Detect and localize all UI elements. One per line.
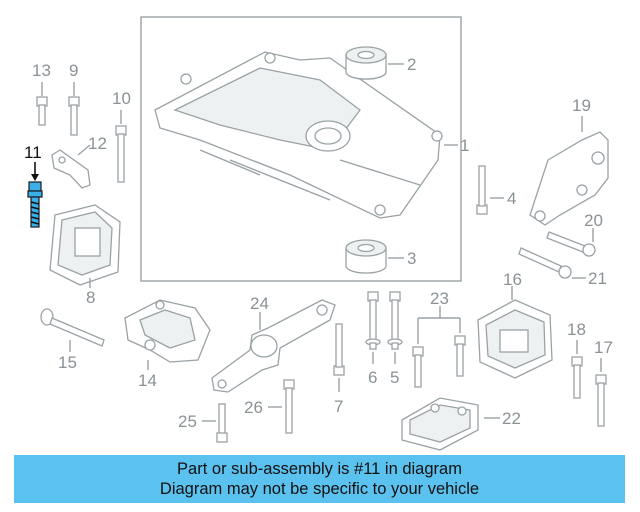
part-12-bracket[interactable]: [51, 149, 91, 189]
part-6-bolt[interactable]: [365, 291, 381, 350]
part-20-bolt[interactable]: [546, 231, 596, 257]
label-1: 1: [460, 136, 469, 155]
label-2: 2: [407, 55, 416, 74]
part-19-bracket[interactable]: [529, 131, 609, 226]
label-18: 18: [567, 320, 586, 339]
banner-line-1: Part or sub-assembly is #11 in diagram: [177, 460, 462, 478]
part-17-bolt[interactable]: [595, 374, 607, 427]
label-25: 25: [178, 412, 197, 431]
label-8: 8: [86, 288, 95, 307]
banner-line-2: Diagram may not be specific to your vehi…: [159, 480, 480, 498]
part-24-torque-rod[interactable]: [211, 299, 336, 393]
part-26-bolt[interactable]: [283, 379, 295, 434]
part-1-subframe[interactable]: [154, 51, 443, 219]
part-13-bolt[interactable]: [36, 96, 48, 126]
label-10: 10: [112, 89, 131, 108]
label-3: 3: [407, 249, 416, 268]
part-14-bracket[interactable]: [124, 299, 211, 363]
label-14: 14: [138, 371, 157, 390]
label-5: 5: [390, 368, 399, 387]
label-23: 23: [430, 289, 449, 308]
part-21-bolt[interactable]: [518, 247, 572, 279]
info-banner: Part or sub-assembly is #11 in diagram D…: [14, 455, 625, 503]
subframe-frame-box: [140, 16, 462, 282]
part-4-bolt[interactable]: [476, 165, 488, 215]
part-18-bolt[interactable]: [571, 356, 583, 399]
label-20: 20: [584, 211, 603, 230]
label-16: 16: [503, 270, 522, 289]
label-24: 24: [250, 294, 269, 313]
part-5-bolt[interactable]: [387, 291, 403, 350]
part-23-bolts[interactable]: [412, 335, 466, 388]
label-11: 11: [24, 143, 42, 162]
label-19: 19: [572, 96, 591, 115]
part-25-bolt[interactable]: [216, 403, 228, 443]
part-9-bolt[interactable]: [68, 96, 80, 136]
part-11-bolt-highlighted[interactable]: [27, 181, 43, 228]
label-9: 9: [69, 61, 78, 80]
part-8-engine-mount[interactable]: [49, 204, 121, 286]
part-7-bolt[interactable]: [333, 323, 345, 376]
part-10-bolt[interactable]: [115, 125, 127, 183]
label-6: 6: [368, 368, 377, 387]
label-4: 4: [507, 189, 516, 208]
label-21: 21: [588, 269, 607, 288]
part-15-bolt[interactable]: [40, 308, 105, 347]
label-15: 15: [58, 353, 77, 372]
part-22-mount[interactable]: [401, 397, 479, 451]
part-16-mount[interactable]: [477, 299, 553, 379]
label-7: 7: [334, 397, 343, 416]
label-17: 17: [594, 338, 613, 357]
label-13: 13: [32, 61, 51, 80]
label-26: 26: [244, 398, 263, 417]
part-2-bushing[interactable]: [345, 46, 387, 80]
label-12: 12: [88, 134, 107, 153]
label-22: 22: [502, 409, 521, 428]
part-3-bushing[interactable]: [345, 239, 387, 274]
